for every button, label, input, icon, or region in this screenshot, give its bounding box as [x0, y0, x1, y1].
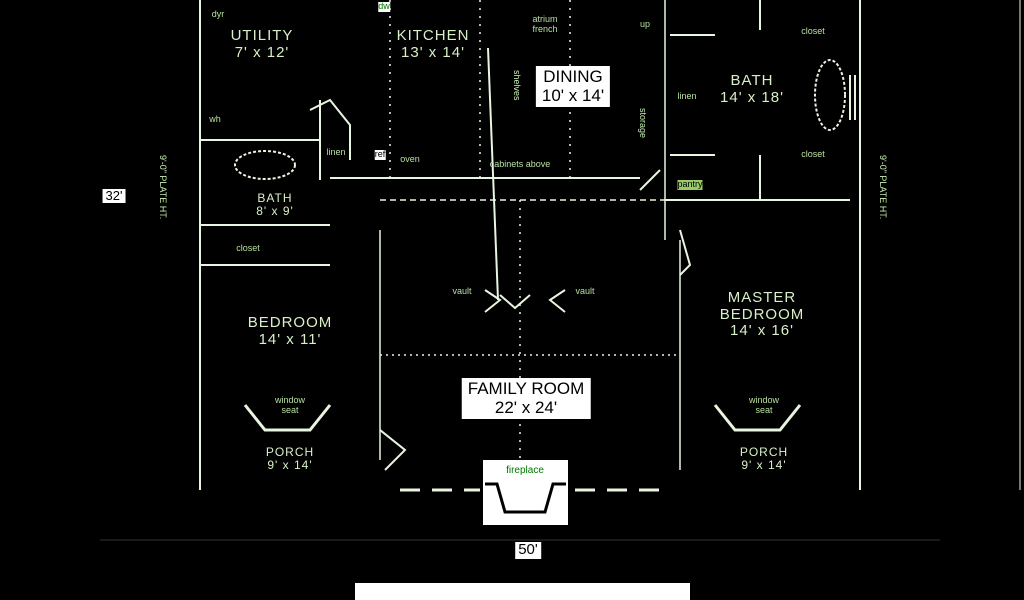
note-linen-left: linen — [326, 147, 346, 157]
note-wh: wh — [209, 114, 221, 124]
note-shelves: shelves — [512, 70, 522, 101]
note-closet-top: closet — [801, 26, 825, 36]
note-linen: linen — [677, 91, 697, 101]
note-vault-left: vault — [452, 286, 472, 296]
note-closet-left: closet — [236, 243, 260, 253]
note-up: up — [639, 19, 651, 29]
note-window-seat-right: window seat — [748, 395, 779, 415]
note-fireplace: fireplace — [506, 465, 544, 476]
note-dw: dw — [378, 1, 390, 12]
note-vault-right: vault — [575, 286, 595, 296]
note-closet-bottom: closet — [801, 149, 825, 159]
title-box — [355, 583, 690, 600]
dimension-depth: 32' — [102, 188, 126, 204]
note-oven: oven — [400, 154, 420, 164]
note-pantry: pantry — [677, 179, 703, 190]
note-ref: ref — [374, 149, 386, 160]
note-cabinets-above: cabinets above — [489, 159, 551, 169]
note-atrium-french: atrium french — [532, 14, 558, 34]
note-plate-height-left: 9'-0" PLATE HT. — [158, 155, 168, 220]
note-storage: storage — [638, 108, 648, 139]
fireplace-box — [483, 460, 568, 525]
note-dryer: dyr — [211, 9, 225, 19]
note-plate-height-right: 9'-0" PLATE HT. — [878, 155, 888, 220]
dimension-width: 50' — [515, 541, 541, 559]
note-window-seat-left: window seat — [274, 395, 305, 415]
